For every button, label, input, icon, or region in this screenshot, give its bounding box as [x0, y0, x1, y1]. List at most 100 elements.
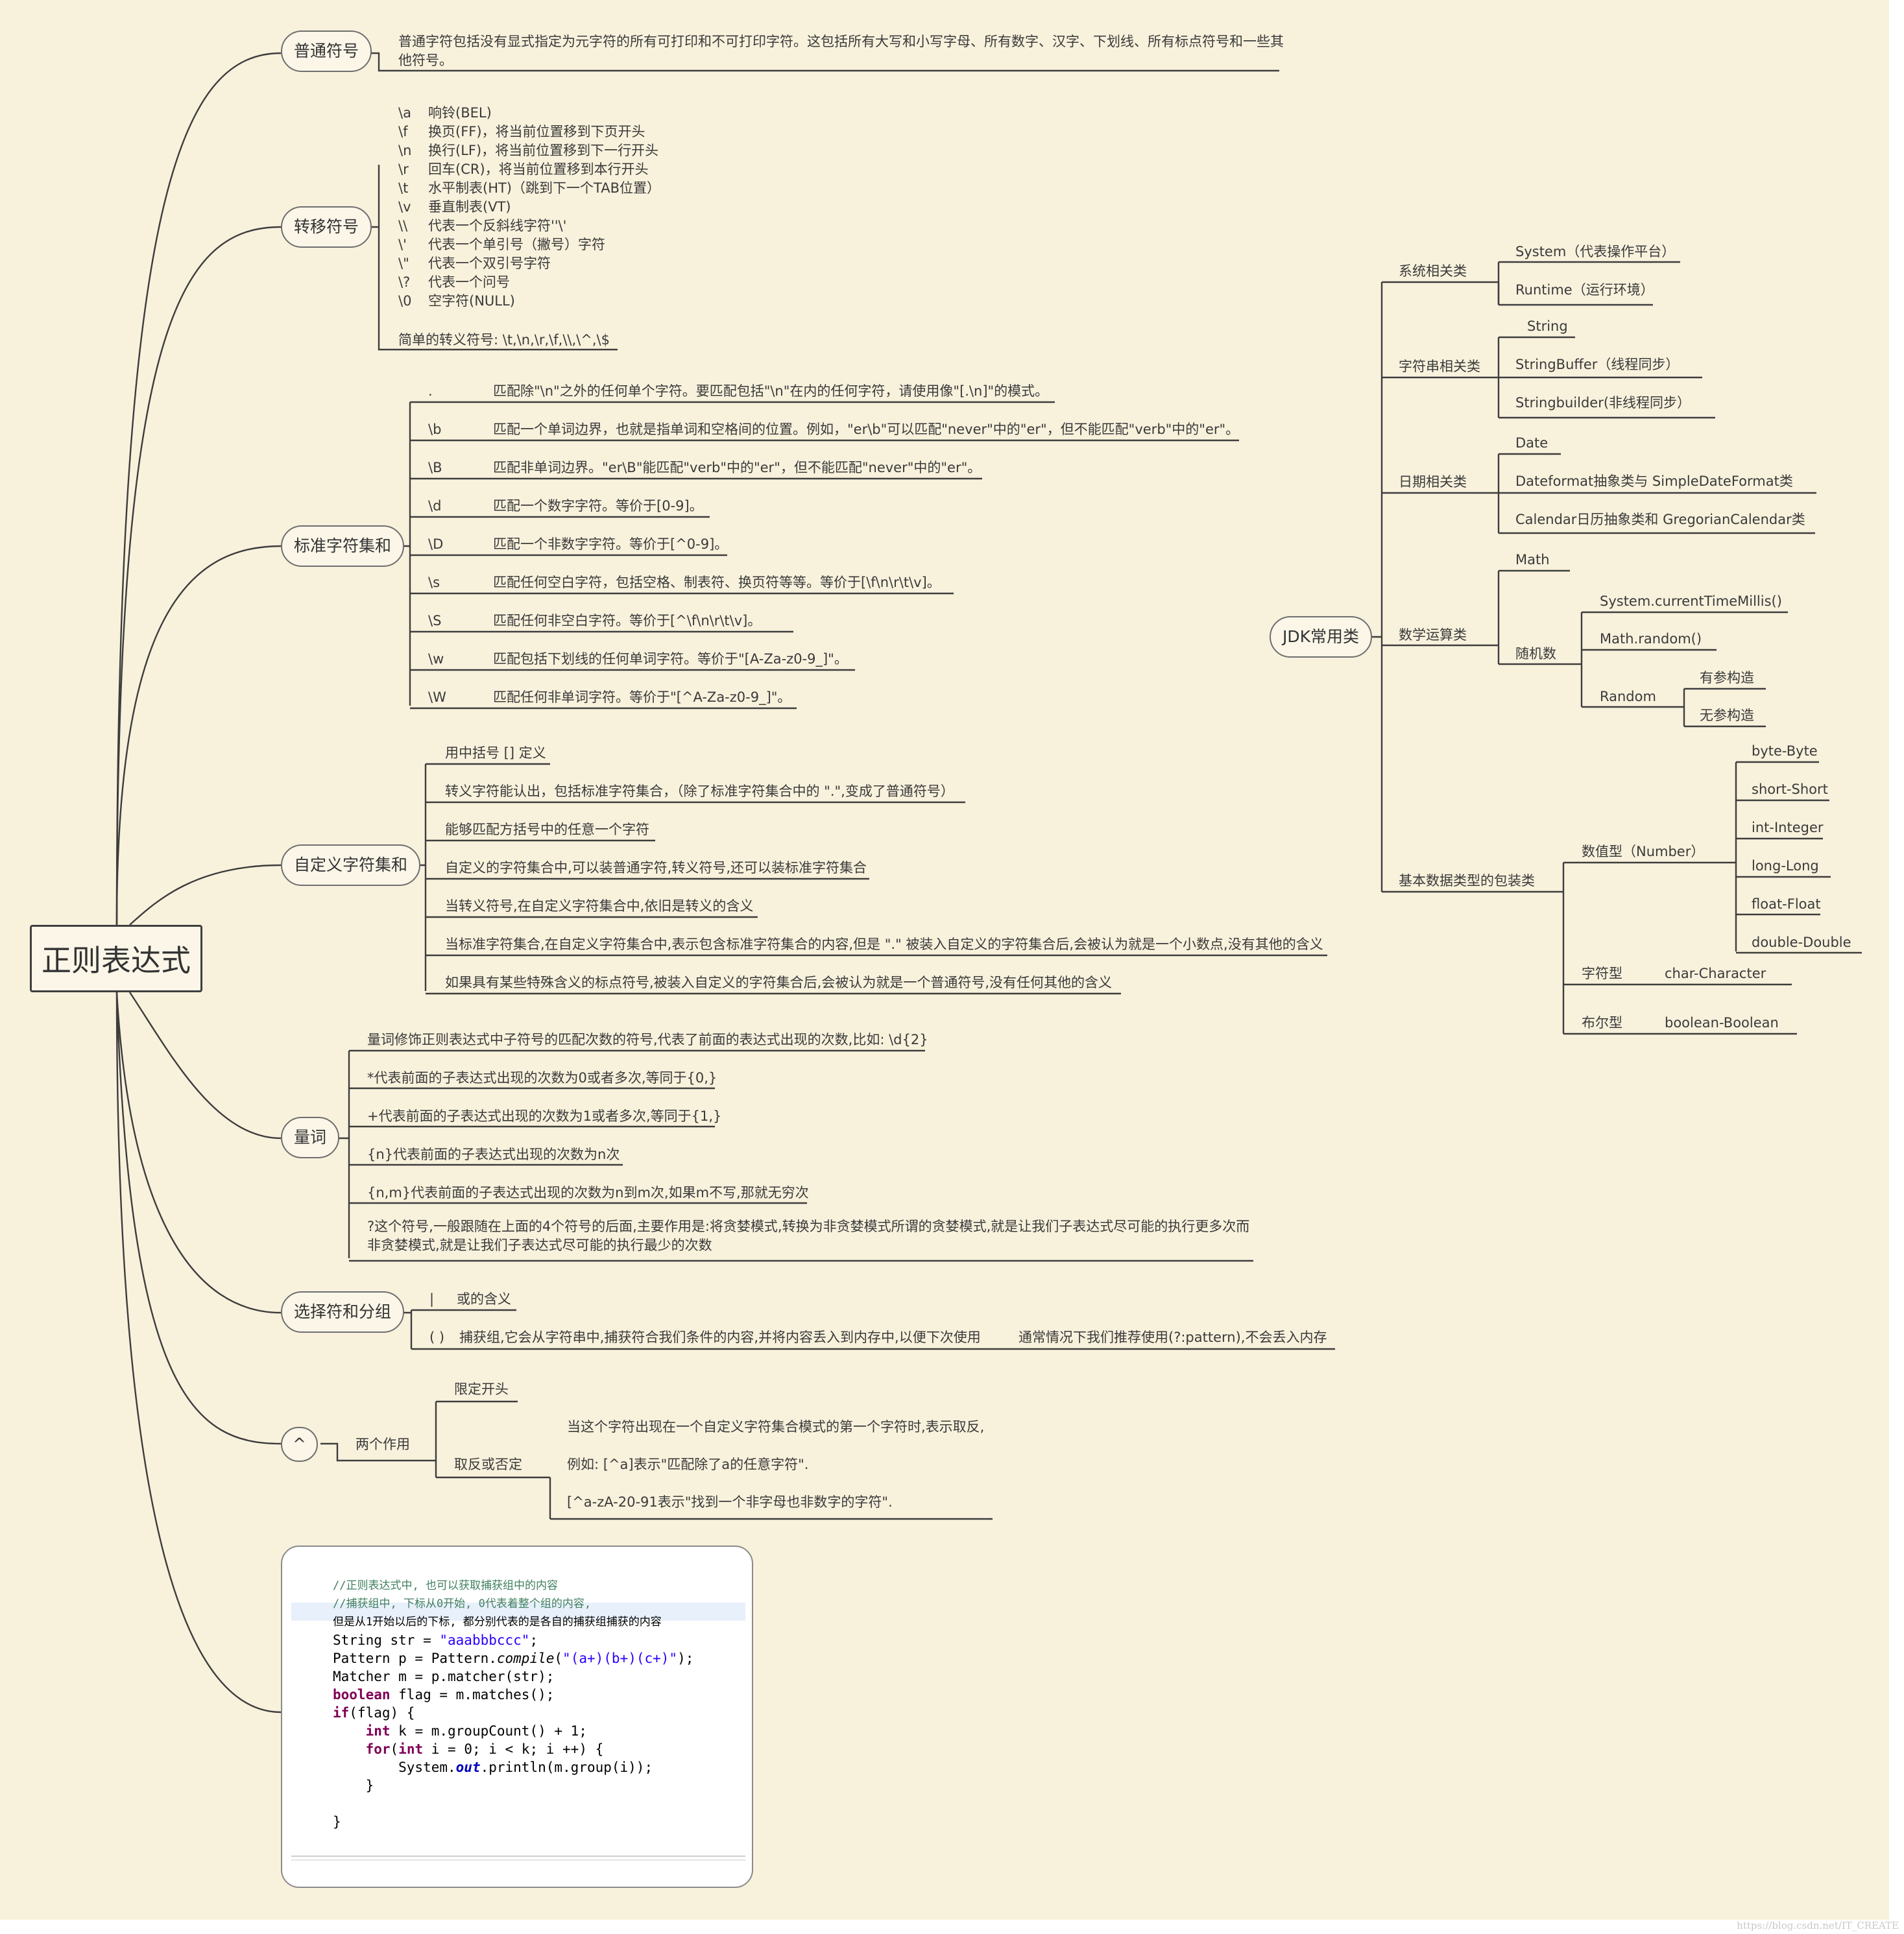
code-line-4: boolean flag = m.matches();	[333, 1687, 555, 1702]
branch-standard-charsets[interactable]: 标准字符集和	[281, 525, 405, 567]
caret-negate-example: 例如: [^a]表示"匹配除了a的任意字符".	[567, 1457, 809, 1472]
escape-code: \t	[398, 180, 409, 196]
branch-label: 选择符和分组	[294, 1302, 392, 1321]
caret-anchor-start: 限定开头	[454, 1381, 509, 1397]
branch-plain-symbols[interactable]: 普通符号	[281, 30, 372, 72]
branch-caret[interactable]: ^	[281, 1427, 318, 1462]
branch-label: JDK常用类	[1283, 627, 1360, 646]
jdk-date-category: 日期相关类	[1399, 474, 1467, 490]
group-symbol: ( )	[429, 1330, 445, 1345]
code-divider	[291, 1856, 745, 1861]
jdk-random-class: Random	[1600, 689, 1656, 704]
jdk-math-item: Math	[1515, 552, 1550, 567]
escape-meaning: 响铃(BEL)	[428, 105, 492, 121]
quantifier-lazy-note: ?这个符号,一般跟随在上面的4个符号的后面,主要作用是:将贪婪模式,转换为非贪婪…	[367, 1219, 1250, 1253]
standard-symbol: \s	[428, 575, 440, 590]
escape-meaning: 代表一个单引号（撇号）字符	[428, 237, 605, 252]
jdk-number-item: float-Float	[1752, 896, 1821, 912]
branch-escape-symbols[interactable]: 转移符号	[281, 206, 372, 248]
escape-code: \a	[398, 105, 411, 121]
caret-negate-desc: 当这个字符出现在一个自定义字符集合模式的第一个字符时,表示取反,	[567, 1419, 985, 1435]
caret-negate: 取反或否定	[454, 1457, 522, 1472]
jdk-random-item: System.currentTimeMillis()	[1600, 593, 1782, 609]
branch-label: 自定义字符集和	[294, 855, 408, 874]
escape-meaning: 空字符(NULL)	[428, 293, 515, 309]
escape-code: \r	[398, 161, 409, 177]
jdk-wrapper-category: 基本数据类型的包装类	[1399, 873, 1535, 889]
jdk-date-item: Dateformat抽象类与 SimpleDateFormat类	[1515, 473, 1793, 489]
jdk-math-category: 数学运算类	[1399, 627, 1467, 643]
plain-symbols-description: 普通字符包括没有显式指定为元字符的所有可打印和不可打印字符。这包括所有大写和小写…	[398, 34, 1284, 68]
code-line-1: String str = "aaabbbccc";	[333, 1632, 538, 1648]
watermark: https://blog.csdn.net/IT_CREATE	[1737, 1920, 1899, 1931]
highlighted-line	[291, 1603, 745, 1621]
simple-escape-summary: 简单的转义符号: \t,\n,\r,\f,\\,\^,\$	[398, 332, 610, 348]
jdk-string-item: Stringbuilder(非线程同步）	[1515, 395, 1691, 411]
jdk-string-item: String	[1527, 318, 1568, 334]
escape-code: \"	[398, 256, 409, 271]
escape-code: \0	[398, 293, 412, 309]
standard-symbol: \D	[428, 536, 444, 552]
pipe-symbol: |	[429, 1291, 435, 1307]
jdk-system-item: Runtime（运行环境）	[1515, 282, 1654, 298]
standard-meaning: 匹配一个非数字字符。等价于[^0-9]。	[493, 536, 729, 552]
standard-meaning: 匹配任何非单词字符。等价于"[^A-Za-z0-9_]"。	[493, 689, 791, 705]
code-line-9: }	[333, 1778, 374, 1793]
custom-item: 当转义符号,在自定义字符集合中,依旧是转义的含义	[445, 898, 754, 914]
branch-jdk-classes[interactable]: JDK常用类	[1270, 616, 1373, 658]
jdk-string-item: StringBuffer（线程同步）	[1515, 357, 1680, 372]
jdk-random-item: Math.random()	[1600, 631, 1702, 647]
code-comment-2: //捕获组中, 下标从0开始, 0代表着整个组的内容,	[333, 1597, 592, 1610]
standard-meaning: 匹配一个单词边界，也就是指单词和空格间的位置。例如，"er\b"可以匹配"nev…	[493, 422, 1240, 437]
code-line-3: Matcher m = p.matcher(str);	[333, 1669, 555, 1684]
jdk-date-item: Calendar日历抽象类和 GregorianCalendar类	[1515, 512, 1805, 527]
branch-label: 标准字符集和	[294, 536, 392, 555]
branch-label: ^	[293, 1435, 306, 1453]
escape-code: \f	[398, 124, 408, 139]
code-line-5: if(flag) {	[333, 1705, 415, 1721]
standard-symbol: \S	[428, 613, 442, 628]
code-line-10: }	[333, 1814, 341, 1830]
custom-item: 当标准字符集合,在自定义字符集合中,表示包含标准字符集合的内容,但是 "." 被…	[445, 937, 1323, 952]
root-node[interactable]: 正则表达式	[30, 925, 202, 992]
jdk-number-item: long-Long	[1752, 858, 1819, 874]
code-line-6: int k = m.groupCount() + 1;	[365, 1723, 587, 1739]
pipe-meaning: 或的含义	[457, 1291, 511, 1307]
custom-item: 如果具有某些特殊含义的标点符号,被装入自定义的字符集合后,会被认为就是一个普通符…	[445, 975, 1113, 990]
quantifier-item: +代表前面的子表达式出现的次数为1或者多次,等同于{1,}	[367, 1108, 722, 1124]
escape-code: \?	[398, 274, 411, 290]
escape-code: \\	[398, 218, 408, 233]
custom-item: 自定义的字符集合中,可以装普通字符,转义符号,还可以装标准字符集合	[445, 860, 867, 876]
escape-meaning: 垂直制表(VT)	[428, 199, 511, 215]
code-comment-3: 但是从1开始以后的下标, 都分别代表的是各自的捕获组捕获的内容	[333, 1616, 662, 1629]
standard-symbol: \W	[428, 689, 446, 705]
standard-meaning: 匹配非单词边界。"er\B"能匹配"verb"中的"er"，但不能匹配"neve…	[493, 460, 982, 475]
custom-item: 能够匹配方括号中的任意一个字符	[445, 822, 649, 837]
branch-custom-charsets[interactable]: 自定义字符集和	[281, 844, 421, 886]
branch-alternation-groups[interactable]: 选择符和分组	[281, 1291, 405, 1333]
jdk-number-item: byte-Byte	[1752, 743, 1818, 759]
jdk-string-category: 字符串相关类	[1399, 359, 1480, 374]
standard-meaning: 匹配包括下划线的任何单词字符。等价于"[A-Za-z0-9_]"。	[493, 651, 848, 667]
branch-quantifiers[interactable]: 量词	[281, 1117, 340, 1158]
jdk-number-item: double-Double	[1752, 935, 1851, 950]
group-note: 通常情况下我们推荐使用(?:pattern),不会丢入内存	[1018, 1330, 1327, 1345]
escape-code: \'	[398, 237, 407, 252]
escape-meaning: 代表一个反斜线字符''\'	[428, 218, 567, 233]
branch-label: 量词	[294, 1128, 327, 1147]
branch-label: 普通符号	[294, 42, 359, 60]
escape-meaning: 回车(CR)，将当前位置移到本行开头	[428, 161, 649, 177]
code-snippet: //正则表达式中, 也可以获取捕获组中的内容 //捕获组中, 下标从0开始, 0…	[281, 1546, 753, 1888]
jdk-number-item: short-Short	[1752, 782, 1828, 797]
branch-label: 转移符号	[294, 217, 359, 236]
standard-symbol: \w	[428, 651, 444, 667]
standard-symbol: .	[428, 383, 433, 399]
jdk-char-item: char-Character	[1665, 966, 1766, 981]
jdk-date-item: Date	[1515, 435, 1549, 451]
quantifier-item: 量词修饰正则表达式中子符号的匹配次数的符号,代表了前面的表达式出现的次数,比如:…	[367, 1032, 928, 1047]
jdk-random-ctor: 有参构造	[1700, 670, 1754, 686]
code-comment-1: //正则表达式中, 也可以获取捕获组中的内容	[333, 1579, 558, 1592]
custom-item: 转义字符能认出，包括标准字符集合，（除了标准字符集合中的 ".",变成了普通符号…	[445, 783, 954, 799]
quantifier-item: {n,m}代表前面的子表达式出现的次数为n到m次,如果m不写,那就无穷次	[367, 1185, 809, 1200]
